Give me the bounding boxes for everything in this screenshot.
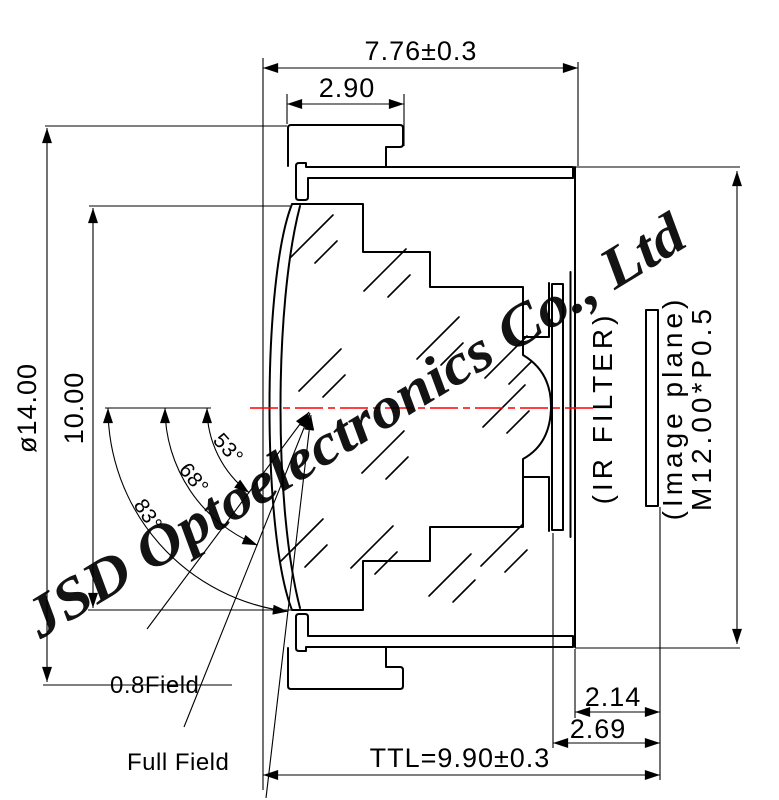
dim-flange-to-image: 2.14 <box>585 682 642 712</box>
dim-front-aperture: 10.00 <box>59 372 89 445</box>
label-field-full: Full Field <box>127 749 229 776</box>
image-plane-rect <box>645 309 659 507</box>
lens-body-outline <box>268 124 576 690</box>
dim-front-cap-length: 2.90 <box>319 73 376 103</box>
dim-barrel-length: 7.76±0.3 <box>365 36 478 66</box>
extension-lines <box>43 58 740 790</box>
dim-outer-diameter: ø14.00 <box>12 363 42 453</box>
label-field-08: 0.8Field <box>110 672 199 699</box>
dim-total-track: TTL=9.90±0.3 <box>370 743 551 773</box>
label-image-plane: (Image plane) <box>657 296 688 521</box>
dimension-lines <box>42 63 742 780</box>
dim-filter-to-image: 2.69 <box>570 714 627 744</box>
field-angle-arcs <box>103 407 289 615</box>
dim-thread-spec: M12.00*P0.5 <box>686 305 717 511</box>
ir-filter-rect <box>551 283 564 531</box>
label-ir-filter: (IR FILTER) <box>587 312 618 505</box>
